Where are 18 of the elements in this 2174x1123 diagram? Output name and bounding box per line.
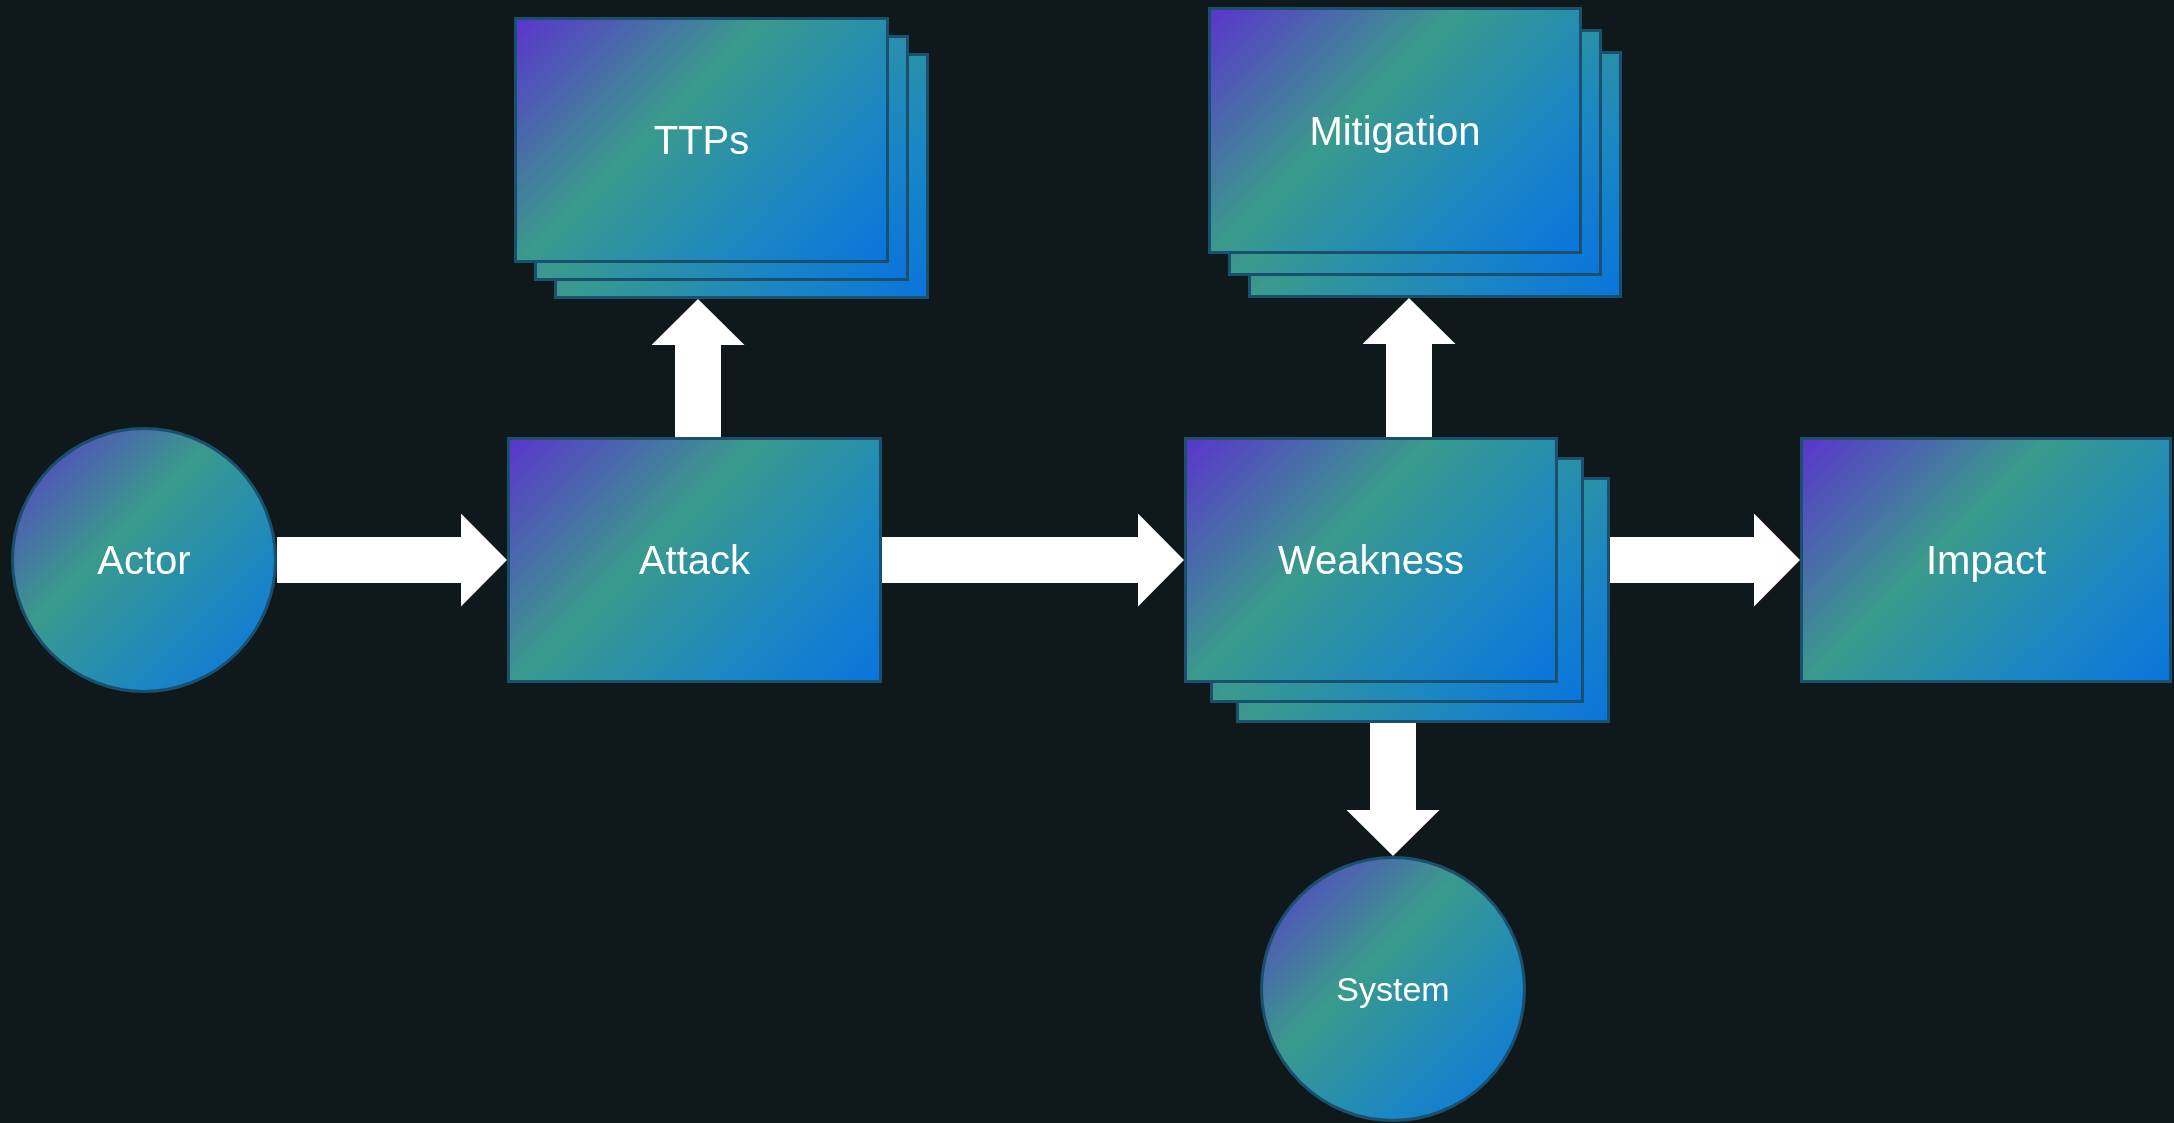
- block-arrow: [1346, 723, 1440, 856]
- node-label: Actor: [97, 537, 191, 584]
- stacked-box: [514, 17, 929, 299]
- node-label: Weakness: [1278, 537, 1464, 584]
- block-arrow: [1610, 513, 1800, 607]
- block-arrow: [277, 513, 507, 607]
- process-box: [1800, 437, 2172, 683]
- block-arrow: [651, 299, 745, 437]
- node-label: System: [1336, 968, 1450, 1010]
- node-label: Mitigation: [1309, 107, 1481, 155]
- node-label: Impact: [1925, 537, 2046, 584]
- process-box: [507, 437, 882, 683]
- block-arrow: [1362, 298, 1456, 437]
- stacked-box: [1184, 437, 1610, 723]
- node-label: Attack: [638, 537, 751, 584]
- node-label: TTPs: [653, 117, 750, 164]
- block-arrow: [882, 513, 1184, 607]
- stacked-box: [1208, 7, 1622, 298]
